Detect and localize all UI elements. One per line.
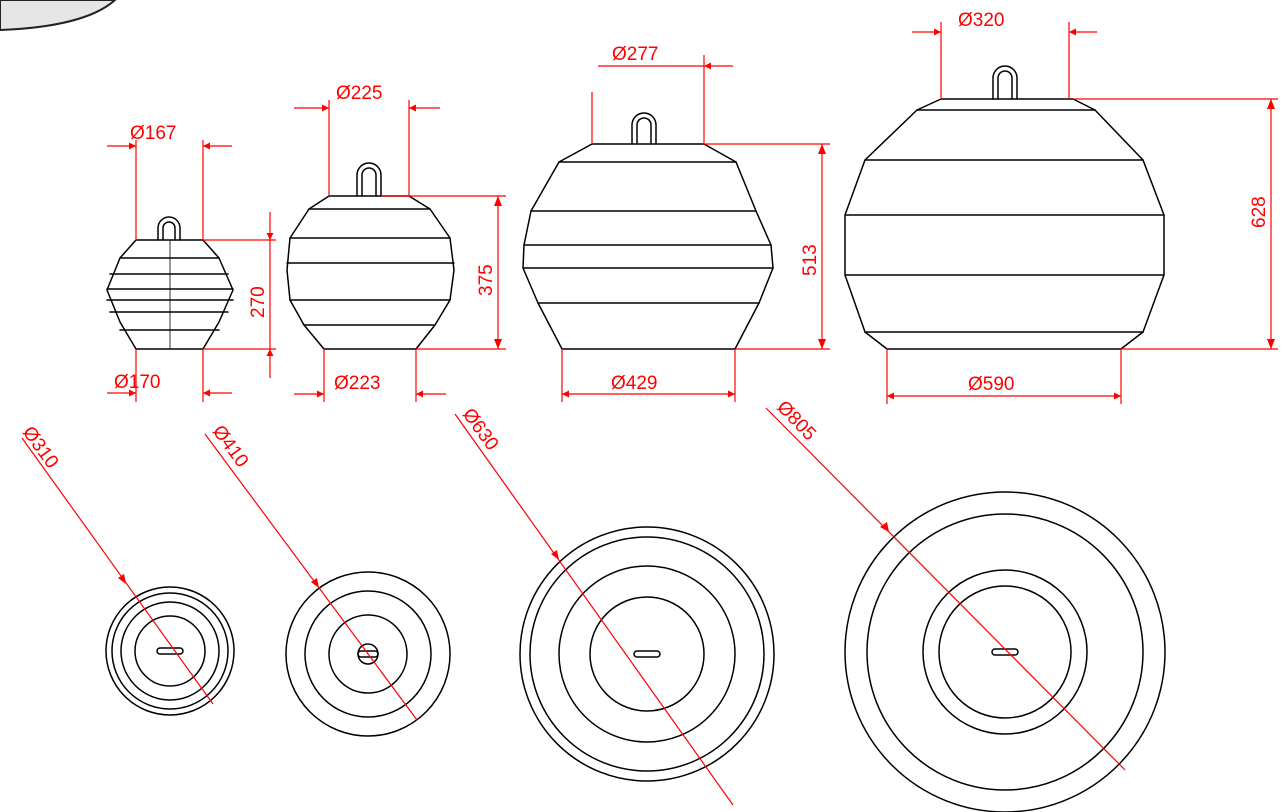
side-view-xlarge: Ø320 Ø590 628: [844, 10, 1278, 404]
side-view-medium: Ø225 Ø223 375: [286, 83, 506, 402]
top-view-small: Ø310: [18, 423, 235, 716]
dim-bottom-diameter-xlarge: Ø590: [968, 374, 1014, 395]
dim-height-small: 270: [248, 286, 269, 318]
dim-top-diameter-medium: Ø225: [336, 83, 382, 104]
side-view-small: Ø167 Ø170 270: [106, 123, 276, 402]
dim-bottom-diameter-medium: Ø223: [334, 373, 380, 394]
hook-slot-icon: [991, 648, 1019, 656]
hook-slot-icon: [156, 647, 184, 655]
side-view-large: Ø277 Ø429 513: [522, 44, 830, 402]
hanging-loop-icon: [631, 112, 657, 145]
hanging-loop-icon: [356, 162, 382, 197]
dim-top-diameter-large: Ø277: [612, 44, 658, 65]
top-view-medium: Ø410: [204, 422, 451, 737]
dim-top-diameter-xlarge: Ø320: [958, 10, 1004, 31]
corner-logo-fragment: [0, 0, 117, 32]
dim-top-view-large: Ø630: [458, 405, 502, 455]
top-view-large: Ø630: [454, 405, 775, 806]
dim-height-medium: 375: [476, 264, 497, 296]
pendant-body-outline: [286, 195, 455, 350]
hook-slot-icon: [633, 650, 661, 658]
pendant-body-outline: [522, 143, 774, 350]
dim-height-xlarge: 628: [1249, 196, 1270, 228]
top-view-xlarge: Ø805: [765, 397, 1166, 812]
hanging-loop-icon: [157, 216, 181, 241]
hanging-loop-icon: [992, 65, 1018, 100]
pendant-body-outline: [844, 98, 1165, 350]
dim-bottom-diameter-small: Ø170: [114, 372, 160, 393]
dim-top-diameter-small: Ø167: [130, 123, 176, 144]
dim-bottom-diameter-large: Ø429: [611, 373, 657, 394]
dim-top-view-small: Ø310: [18, 423, 62, 473]
dim-height-large: 513: [800, 244, 821, 276]
